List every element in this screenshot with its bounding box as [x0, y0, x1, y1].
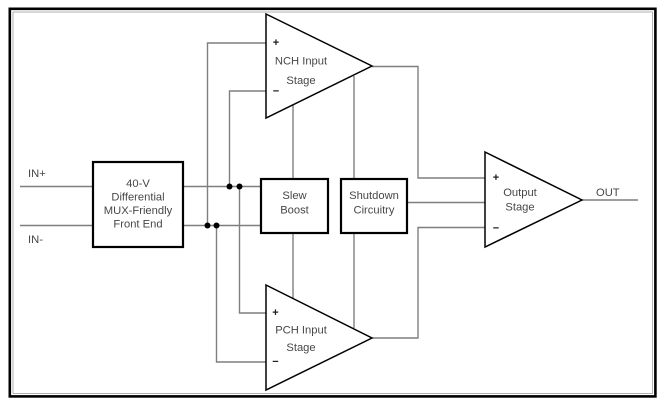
slew-boost-label: Slew Boost — [280, 190, 309, 217]
out-label: OUT — [596, 187, 620, 199]
in-plus-label: IN+ — [28, 168, 46, 180]
nch-line-1: NCH Input — [275, 56, 328, 68]
wires — [20, 42, 638, 363]
pch-minus-sign: − — [272, 356, 278, 368]
shutdown-circuitry-label: Shutdown Circuitry — [349, 190, 399, 217]
pch-plus-sign: + — [272, 307, 278, 319]
front-end-line-2: Differential — [111, 192, 164, 204]
slew-boost-block — [259, 177, 330, 235]
diagram-frame-inner-line — [12, 11, 653, 394]
wire-nch-to-output-stage — [372, 65, 485, 179]
junction-dots — [204, 183, 243, 229]
front-end-line-3: MUX-Friendly — [104, 205, 173, 217]
nch-input-stage-label: + NCH Input Stage − — [273, 37, 328, 98]
junction-dot-bottom-rail-nch — [204, 222, 211, 229]
output-minus-sign: − — [493, 223, 499, 235]
front-end-line-4: Front End — [113, 219, 162, 231]
shutdown-line-2: Circuitry — [353, 205, 394, 217]
nch-plus-sign: + — [273, 37, 279, 49]
slew-boost-line-1: Slew — [282, 190, 307, 202]
output-line-2: Stage — [505, 202, 534, 214]
front-end-line-1: 40-V — [126, 178, 150, 190]
wire-nch-plus-input — [206, 42, 266, 226]
output-stage-triangle — [484, 150, 584, 249]
output-plus-sign: + — [493, 172, 499, 184]
wire-pch-to-output-stage — [372, 226, 485, 339]
wire-pch-minus-input — [215, 225, 266, 363]
nch-input-stage-triangle — [265, 12, 374, 120]
pch-input-stage-triangle — [265, 283, 374, 392]
shutdown-circuitry-block — [339, 177, 409, 235]
pch-line-2: Stage — [286, 342, 315, 354]
pch-input-stage-label: + PCH Input Stage − — [272, 307, 327, 368]
output-line-1: Output — [503, 187, 537, 199]
junction-dot-bottom-rail-pch — [213, 222, 220, 229]
nch-minus-sign: − — [273, 86, 279, 98]
in-minus-label: IN- — [28, 234, 43, 246]
junction-dot-top-rail-nch — [226, 183, 233, 190]
front-end-block — [91, 160, 185, 249]
pch-line-1: PCH Input — [275, 325, 328, 337]
nch-line-2: Stage — [286, 75, 315, 87]
wire-pch-plus-input — [238, 186, 266, 314]
front-end-label: 40-V Differential MUX-Friendly Front End — [104, 178, 173, 231]
output-stage-label: + Output Stage − — [493, 172, 538, 235]
wire-nch-minus-input — [228, 90, 266, 187]
slew-boost-line-2: Boost — [280, 205, 309, 217]
shutdown-line-1: Shutdown — [349, 190, 399, 202]
junction-dot-top-rail-pch — [236, 183, 243, 190]
